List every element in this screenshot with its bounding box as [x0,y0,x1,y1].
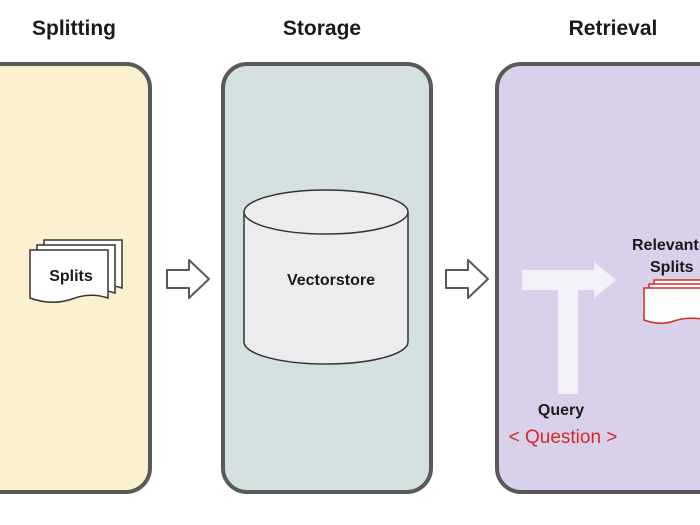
query-label: Query [537,402,585,419]
splitting-title: Splitting [32,17,116,40]
relevant-splits-label-line2: Splits [650,259,694,276]
storage-title: Storage [282,17,362,40]
relevant-splits-stack-icon [643,279,700,324]
query-flow-arrow-icon [522,262,616,394]
right-arrow-icon [166,259,210,299]
retrieval-title: Retrieval [568,17,658,40]
vectorstore-database-icon [243,189,409,365]
right-arrow-icon [445,259,489,299]
relevant-splits-label-line1: Relevant [632,237,699,254]
vectorstore-label: Vectorstore [286,272,376,289]
question-label: < Question > [508,427,618,448]
splits-document-stack-icon [29,239,123,303]
splits-label: Splits [49,268,93,285]
